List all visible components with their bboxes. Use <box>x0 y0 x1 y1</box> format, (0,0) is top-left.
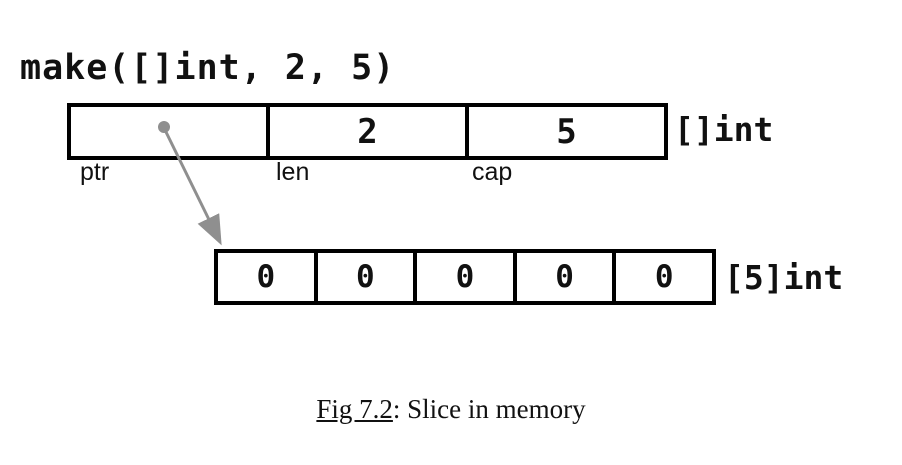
figure-caption-text: : Slice in memory <box>392 394 586 424</box>
backing-array-box: 0 0 0 0 0 <box>214 249 716 305</box>
array-cell-1: 0 <box>313 253 414 301</box>
array-cell-4: 0 <box>612 253 712 301</box>
array-type-label: [5]int <box>724 258 844 297</box>
slice-len-cell: 2 <box>266 107 465 156</box>
array-cell-2: 0 <box>413 253 513 301</box>
array-cell-0: 0 <box>256 259 276 295</box>
slice-cap-cell: 5 <box>465 107 664 156</box>
slice-ptr-cell <box>71 107 266 156</box>
slice-header-box: 2 5 <box>67 103 668 160</box>
array-cell-3: 0 <box>512 253 613 301</box>
make-call-code: make([]int, 2, 5) <box>20 48 396 88</box>
len-field-label: len <box>276 158 310 186</box>
figure-caption: Fig 7.2: Slice in memory <box>0 394 902 425</box>
ptr-field-label: ptr <box>80 158 110 186</box>
cap-field-label: cap <box>472 158 513 186</box>
figure-number: Fig 7.2 <box>316 394 393 424</box>
slice-type-label: []int <box>674 110 774 149</box>
